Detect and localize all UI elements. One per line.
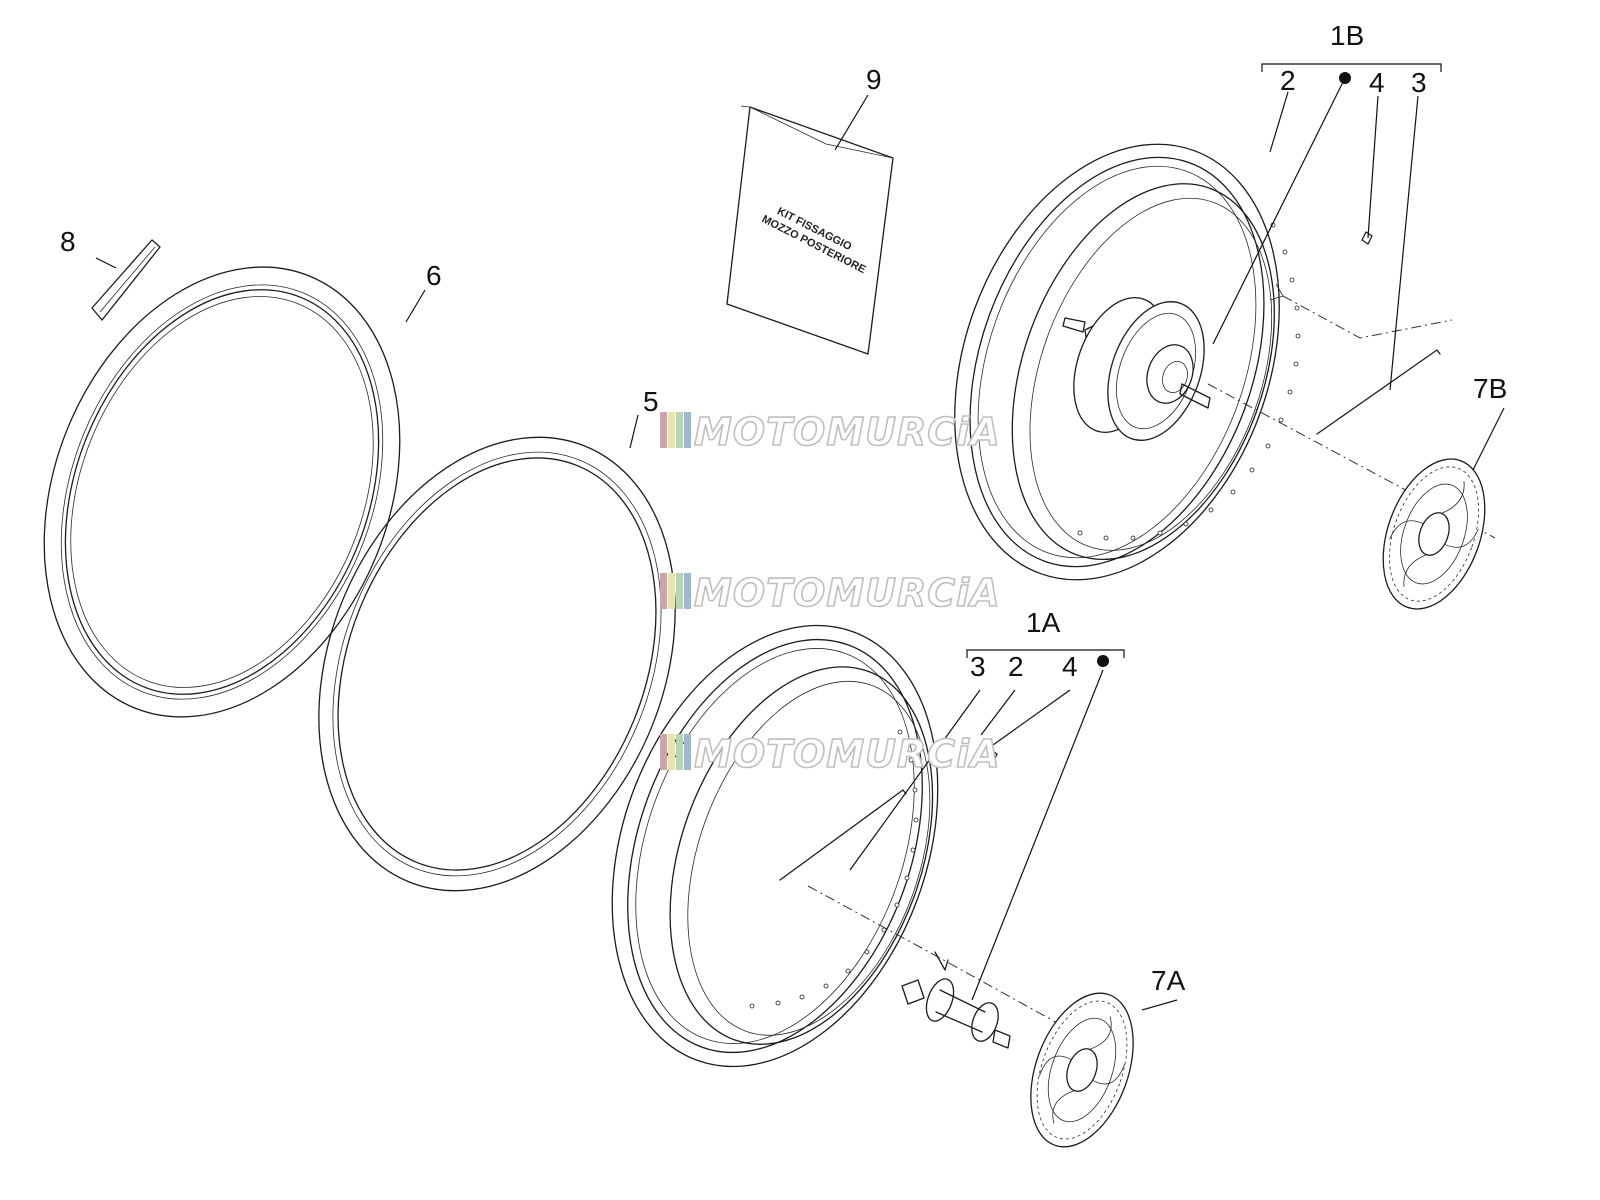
wheel-1b-rim (954, 143, 1280, 581)
spoke-holes-1a (749, 729, 919, 1009)
part-7b-brake-disc (1382, 458, 1486, 610)
bullet-1a (1097, 655, 1109, 667)
callout-1b: 1B (1330, 20, 1364, 51)
callout-7b: 7B (1473, 373, 1507, 404)
bullet-1b (1339, 72, 1351, 84)
part-5-inner-tube (318, 436, 676, 892)
callout-3-bottom: 3 (970, 651, 986, 682)
watermark-top: MOTOMURCiA (660, 409, 1001, 455)
part-7a-brake-disc (1030, 992, 1134, 1148)
bracket-1a (966, 649, 1125, 658)
axis-line-1a (807, 885, 1109, 1052)
rear-hub-1a (901, 951, 1011, 1049)
watermark-bottom: MOTOMURCiA (660, 731, 1001, 777)
wheel-1a-rim (611, 624, 939, 1068)
watermark-text: MOTOMURCiA (694, 732, 1001, 776)
callout-6: 6 (426, 260, 442, 291)
watermark-text: MOTOMURCiA (694, 571, 1001, 615)
leader-lines (95, 77, 1505, 1011)
callout-4-bottom: 4 (1062, 651, 1078, 682)
callout-3-top: 3 (1411, 67, 1427, 98)
callout-5: 5 (643, 386, 659, 417)
spoke-holes-1b (1077, 222, 1301, 541)
axis-line-1b (1207, 295, 1496, 539)
valve-1a (986, 749, 998, 763)
watermark-text: MOTOMURCiA (694, 410, 1001, 454)
callout-9: 9 (866, 64, 882, 95)
spoke-1b (1316, 349, 1441, 435)
part-8-rim-patch (91, 239, 161, 321)
callout-2-top: 2 (1280, 65, 1296, 96)
part-6-tyre (43, 266, 401, 718)
callout-2-bottom: 2 (1008, 651, 1024, 682)
valve-1b (1361, 231, 1373, 245)
spoke-1a (779, 789, 907, 881)
motor-hub-1b (1062, 297, 1211, 441)
callout-4-top: 4 (1369, 67, 1385, 98)
part-9-kit-bag: KIT FISSAGGIO MOZZO POSTERIORE (726, 105, 894, 355)
bracket-1b (1261, 63, 1442, 72)
callout-8: 8 (60, 226, 76, 257)
callout-7a: 7A (1151, 965, 1186, 996)
callout-1a: 1A (1026, 607, 1061, 638)
watermark-middle: MOTOMURCiA (660, 570, 1001, 616)
